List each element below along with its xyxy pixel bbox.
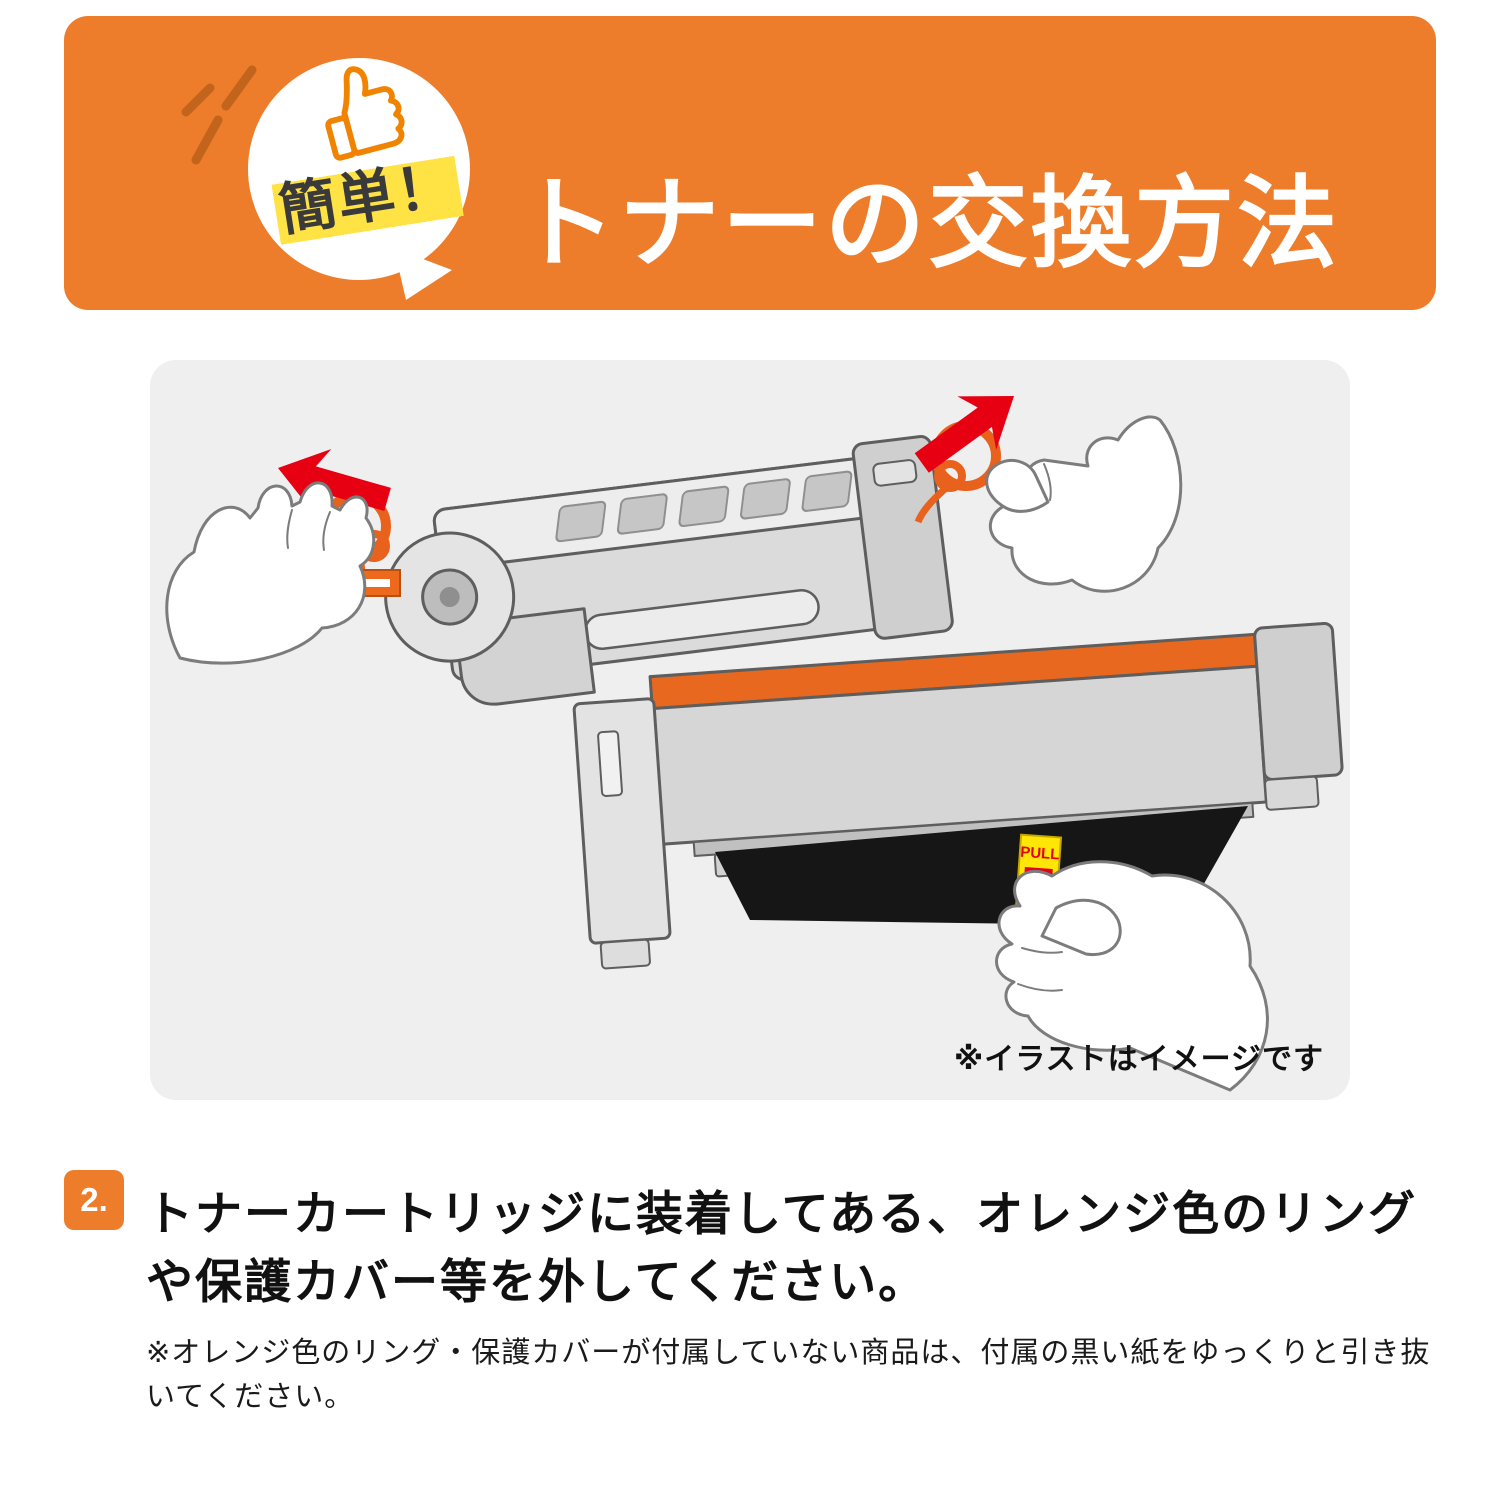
toner-replacement-illustration: PULL: [165, 369, 1344, 1092]
pull-tab-label: PULL: [1020, 844, 1060, 864]
vent-slots: [555, 470, 853, 543]
thumb: [985, 459, 1050, 513]
step-note: ※オレンジ色のリング・保護カバーが付属していない商品は、付属の黒い紙をゆっくりと…: [146, 1337, 1431, 1413]
thumbs-up-icon: [325, 66, 405, 161]
hand-right: [985, 415, 1183, 593]
step-instruction-line2: や保護カバー等を外してください。: [146, 1255, 928, 1309]
illustration-caption: ※イラストはイメージです: [954, 1043, 1324, 1076]
step-section: トナーカートリッジに装着してある、オレンジ色のリング や保護カバー等を外してくだ…: [146, 1180, 1450, 1419]
toner-cartridge-top: [384, 435, 954, 706]
header-banner: 簡単！ トナーの交換方法: [64, 16, 1436, 310]
hand-bottom: [995, 860, 1269, 1092]
speech-bubble: 簡単！: [248, 58, 470, 280]
toner-cartridge-bottom: [572, 622, 1344, 970]
illustration-panel: PULL ※イラストはイメージです: [150, 360, 1350, 1100]
step-instruction-line1: トナーカートリッジに装着してある、オレンジ色のリング: [146, 1187, 1418, 1240]
hand-left: [165, 481, 376, 665]
thumb: [1040, 898, 1122, 957]
emphasis-lines: [181, 65, 257, 165]
speech-bubble-tail: [394, 248, 452, 300]
step-number-badge: 2.: [64, 1170, 124, 1230]
page-title: トナーの交換方法: [516, 168, 1340, 280]
easy-badge-label: 簡単！: [268, 138, 465, 248]
